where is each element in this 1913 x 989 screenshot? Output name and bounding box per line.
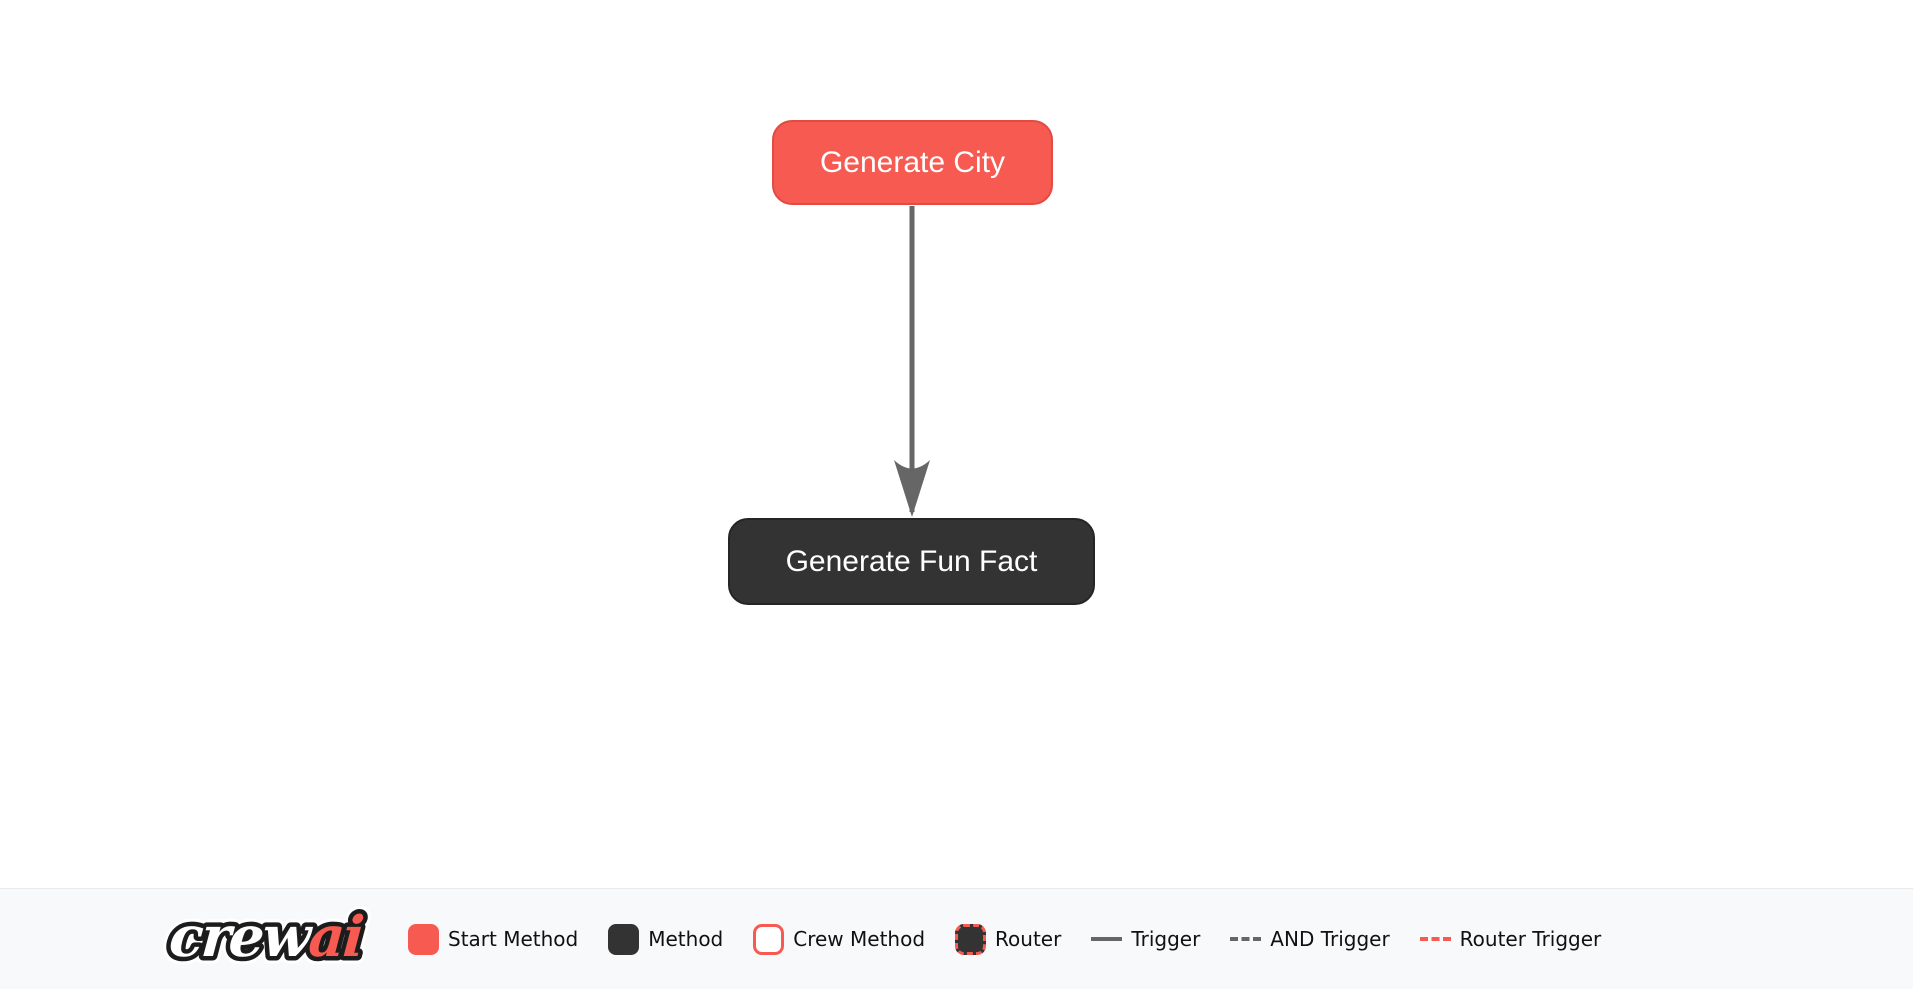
legend-item-trigger: Trigger — [1091, 927, 1200, 951]
legend-label: Start Method — [448, 927, 579, 951]
crewai-logo: crewai crewai crewai — [158, 896, 376, 979]
crew-method-swatch-icon — [753, 923, 785, 955]
legend-bar: crewai crewai crewai Start Method Method… — [0, 888, 1913, 989]
legend-label: Method — [648, 927, 724, 951]
start-method-swatch-icon — [408, 923, 439, 955]
router-swatch-icon — [955, 923, 987, 955]
node-label: Generate City — [819, 145, 1006, 179]
node-label: Generate Fun Fact — [785, 544, 1038, 578]
legend-label: Trigger — [1131, 927, 1201, 951]
logo-outline: crewai — [167, 904, 365, 970]
router-trigger-line-icon — [1419, 937, 1451, 941]
legend-item-start-method: Start Method — [408, 923, 579, 955]
node-generate-fun-fact[interactable]: Generate Fun Fact — [728, 518, 1095, 605]
legend-item-crew-method: Crew Method — [753, 923, 926, 955]
legend-item-method: Method — [608, 923, 724, 955]
logo-fill: crewai — [167, 904, 365, 970]
trigger-line-icon — [1091, 937, 1123, 941]
method-swatch-icon — [608, 923, 640, 955]
flow-canvas[interactable]: Generate City Generate Fun Fact — [0, 0, 1913, 888]
legend-label: AND Trigger — [1270, 927, 1390, 951]
node-generate-city[interactable]: Generate City — [772, 120, 1053, 205]
legend-label: Crew Method — [793, 927, 926, 951]
and-trigger-line-icon — [1230, 937, 1262, 941]
legend-label: Router — [995, 927, 1062, 951]
legend-item-router: Router — [955, 923, 1062, 955]
logo-halo: crewai — [167, 904, 365, 970]
legend-item-and-trigger: AND Trigger — [1230, 927, 1390, 951]
legend-item-router-trigger: Router Trigger — [1419, 927, 1602, 951]
edge-arrowhead-icon — [894, 460, 930, 517]
legend-label: Router Trigger — [1459, 927, 1602, 951]
